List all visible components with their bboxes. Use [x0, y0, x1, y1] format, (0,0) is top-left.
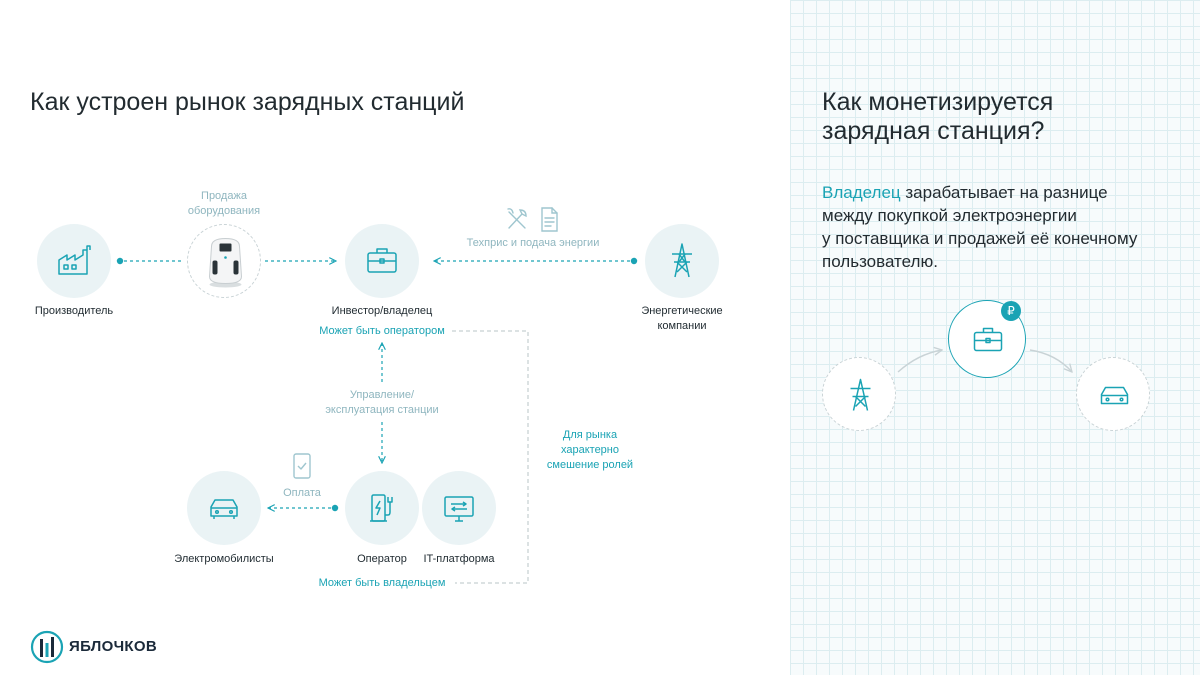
charging-station-icon: [188, 225, 262, 299]
description-line-2: между покупкой электроэнергии: [822, 204, 1182, 227]
description-line-3: у поставщика и продажей её конечному: [822, 227, 1182, 250]
ev-drivers-label: Электромобилисты: [154, 552, 294, 567]
monetization-description: Владелец зарабатывает на разнице между п…: [822, 181, 1182, 273]
monetization-title: Как монетизируется зарядная станция?: [822, 88, 1053, 146]
monitor-icon: [422, 471, 496, 545]
briefcase-icon: [345, 224, 419, 298]
connector-dot: [117, 258, 123, 264]
mixed-roles-line-1: Для рынка: [534, 428, 646, 443]
investor-label: Инвестор/владелец: [312, 304, 452, 319]
energy-label-line-1: Энергетические: [620, 304, 744, 319]
investor-node: [345, 224, 419, 298]
energy-label-line-2: компании: [620, 319, 744, 334]
yablochkov-logo: [30, 630, 64, 664]
monetization-title-line-2: зарядная станция?: [822, 117, 1053, 146]
mixed-roles-note: Для рынка характерно смешение ролей: [534, 428, 646, 473]
can-be-operator-note: Может быть оператором: [302, 324, 462, 339]
connector-dot: [332, 505, 338, 511]
power-tower-icon: [823, 358, 897, 432]
mixed-roles-line-3: смешение ролей: [534, 458, 646, 473]
phone-check-icon: [292, 452, 312, 480]
car-icon: [187, 471, 261, 545]
producer-node: [37, 224, 111, 298]
market-title: Как устроен рынок зарядных станций: [30, 88, 464, 117]
it-platform-node: [422, 471, 496, 545]
factory-icon: [37, 224, 111, 298]
equipment-sale-label: Продажа оборудования: [164, 189, 284, 219]
description-line-1: зарабатывает на разнице: [901, 183, 1108, 202]
energy-company-node: [645, 224, 719, 298]
description-line-4: пользователю.: [822, 250, 1182, 273]
mixed-roles-line-2: характерно: [534, 443, 646, 458]
owner-highlight: Владелец: [822, 183, 901, 202]
ev-drivers-node: [187, 471, 261, 545]
can-be-owner-note: Может быть владельцем: [302, 576, 462, 591]
ruble-badge: ₽: [1001, 301, 1021, 321]
energy-label: Энергетические компании: [620, 304, 744, 334]
equipment-sale-line-2: оборудования: [164, 204, 284, 219]
charger-icon: [345, 471, 419, 545]
monetization-title-line-1: Как монетизируется: [822, 88, 1053, 117]
operator-node: [345, 471, 419, 545]
management-line-2: эксплуатация станции: [302, 403, 462, 418]
connector-dot: [631, 258, 637, 264]
charging-station-node: [187, 224, 261, 298]
car-icon: [1077, 358, 1151, 432]
equipment-sale-line-1: Продажа: [164, 189, 284, 204]
monetization-ev-node: [1076, 357, 1150, 431]
roles-bracket: [452, 331, 528, 583]
it-platform-label: IT-платформа: [409, 552, 509, 567]
producer-label: Производитель: [14, 304, 134, 319]
management-label: Управление/ эксплуатация станции: [302, 388, 462, 418]
power-tower-icon: [645, 224, 719, 298]
tools-icon: [506, 206, 564, 234]
monetization-energy-node: [822, 357, 896, 431]
payment-label: Оплата: [272, 486, 332, 501]
brand-name: ЯБЛОЧКОВ: [69, 638, 157, 655]
management-line-1: Управление/: [302, 388, 462, 403]
tech-energy-label: Техприс и подача энергии: [448, 236, 618, 251]
